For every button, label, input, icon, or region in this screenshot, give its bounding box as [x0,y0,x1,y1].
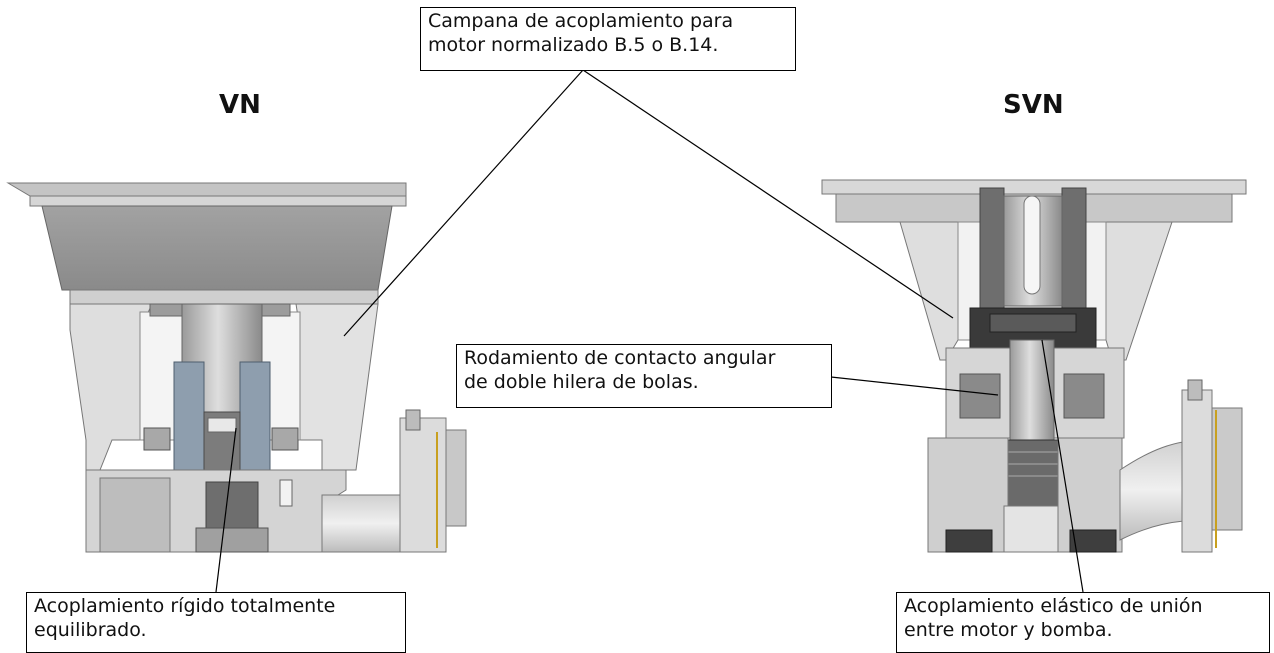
callout-rigid-coupling: Acoplamiento rígido totalmente equilibra… [26,592,406,653]
callout-rigid-line1: Acoplamiento rígido totalmente [34,595,336,617]
callout-bell-line1: Campana de acoplamiento para [428,10,734,32]
callout-elastic-line2: entre motor y bomba. [904,619,1113,641]
model-label-svn: SVN [1003,90,1064,120]
callout-bell-housing: Campana de acoplamiento para motor norma… [420,7,796,71]
svn-pump-cutaway [821,179,1247,553]
callout-bell-line2: motor normalizado B.5 o B.14. [428,34,719,56]
leader-lines [215,69,1084,593]
callout-bearing-line2: de doble hilera de bolas. [464,371,699,393]
callout-elastic-coupling: Acoplamiento elástico de unión entre mot… [896,592,1270,653]
callout-bearing-line1: Rodamiento de contacto angular [464,347,776,369]
leader-elastic-to-svn [1041,339,1084,593]
leader-bearing-to-svn [830,376,999,396]
leader-rigid-to-vn [215,427,237,593]
vn-pump-cutaway [6,182,467,553]
callout-angular-bearing: Rodamiento de contacto angular de doble … [456,344,832,408]
callout-elastic-line1: Acoplamiento elástico de unión [904,595,1203,617]
leader-bell-to-vn [343,69,584,337]
model-label-vn: VN [219,90,261,120]
callout-rigid-line2: equilibrado. [34,619,147,641]
leader-bell-to-svn [582,69,954,319]
